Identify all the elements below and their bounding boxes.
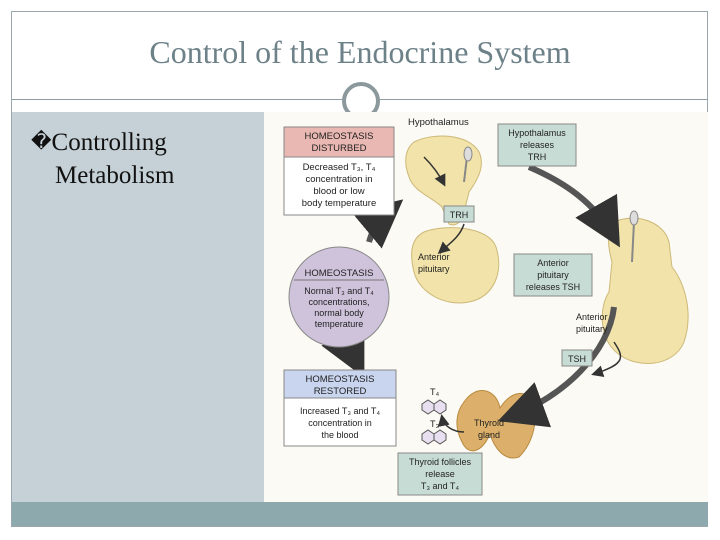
bullet-line-1: Controlling [51,129,167,156]
restored-header-line-1: HOMEOSTASIS [306,374,375,385]
diagram-svg: HOMEOSTASIS DISTURBED Decreased T₃, T₄ c… [283,117,689,496]
hypothalamus-label: Hypothalamus [408,117,469,128]
thyroid-label-line: gland [478,430,500,440]
follicles-release-line: Thyroid follicles [409,457,472,467]
bullet-line-2: Metabolism [55,162,175,189]
t3-label: T₃ [430,419,439,429]
disturbed-body-line: blood or low [313,186,364,197]
anterior-pituitary-label-line: Anterior [418,252,450,262]
neuron-icon-1 [463,156,468,183]
restored-header-line-2: RESTORED [314,386,367,397]
neuron-body-icon-1 [463,146,473,162]
pituitary-release-line: releases TSH [526,282,580,292]
anterior-pituitary-shape [411,227,500,304]
t4-label: T₄ [430,387,439,397]
bullet-glyph-icon: � [31,129,52,153]
thyroid-feedback-diagram: HOMEOSTASIS DISTURBED Decreased T₃, T₄ c… [264,112,708,502]
hypo-release-line: TRH [528,152,547,162]
restored-body-line: the blood [321,430,358,440]
hypo-release-line: Hypothalamus [508,128,566,138]
cycle-arrow-right [497,306,617,428]
trh-label: TRH [450,210,469,220]
left-panel [12,112,264,502]
pituitary-release-line: pituitary [537,270,569,280]
pituitary-release-line: Anterior [537,258,569,268]
homeostasis-body-line: concentrations, [308,297,369,307]
disturbed-header-line-1: HOMEOSTASIS [305,131,374,142]
restored-body-line: concentration in [308,418,372,428]
pituitary-release-box: Anterior pituitary releases TSH [513,253,593,297]
follicles-release-line: release [425,469,455,479]
tsh-label: TSH [568,354,586,364]
restored-body-line: Increased T₃ and T₄ [300,406,380,416]
follicles-release-line: T₃ and T₄ [421,481,460,491]
homeostasis-body-line: temperature [315,319,364,329]
disturbed-body-line: body temperature [302,198,376,209]
hormone-arrow [437,414,465,433]
anterior-pituitary-label2-line: pituitary [576,324,608,334]
thyroid-label-line: Thyroid [474,418,504,428]
hypo-release-line: releases [520,140,555,150]
homeostasis-body-line: normal body [314,308,364,318]
neuron-icon-2 [631,221,635,263]
anterior-pituitary-label2-line: Anterior [576,312,608,322]
tsh-arrow [591,341,622,378]
t4-molecule-icon [421,399,447,415]
hypothalamus-release-box: Hypothalamus releases TRH [497,123,577,167]
second-pituitary-shape [601,217,689,364]
homeostasis-circle: HOMEOSTASIS Normal T₃ and T₄ concentrati… [288,246,390,348]
homeostasis-body-line: Normal T₃ and T₄ [304,286,374,296]
cycle-arrow-top [527,164,620,248]
disturbed-body-line: Decreased T₃, T₄ [303,162,376,173]
homeostasis-restored-box: HOMEOSTASIS RESTORED Increased T₃ and T₄… [283,369,397,447]
trh-label-box: TRH [443,205,475,223]
trh-to-pituitary-arrow [437,223,465,254]
title-rule-left [12,99,342,100]
neuron-body-icon-2 [629,210,639,226]
trh-arrow [423,156,446,187]
title-rule-right [380,99,708,100]
bullet-item: �Controlling Metabolism [31,125,174,192]
homeostasis-disturbed-box: HOMEOSTASIS DISTURBED Decreased T₃, T₄ c… [283,126,395,216]
follicles-release-box: Thyroid follicles release T₃ and T₄ [397,452,483,496]
tsh-label-box: TSH [561,349,593,367]
disturbed-header-line-2: DISTURBED [312,143,367,154]
disturbed-body-line: concentration in [305,174,372,185]
homeostasis-title: HOMEOSTASIS [305,268,374,279]
anterior-pituitary-label-line: pituitary [418,264,450,274]
t3-molecule-icon [421,429,447,445]
slide-title: Control of the Endocrine System [149,34,571,70]
footer-bar [12,502,708,526]
